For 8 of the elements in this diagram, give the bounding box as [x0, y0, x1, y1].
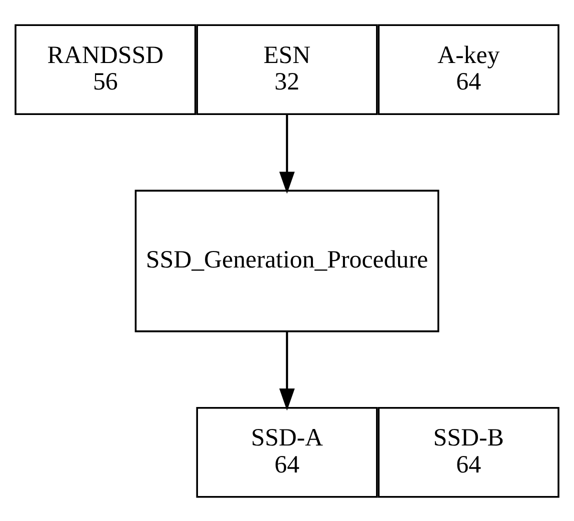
arrow	[279, 331, 295, 410]
node-box: RANDSSD 56	[14, 24, 196, 115]
node-box: SSD_Generation_Procedure	[134, 189, 440, 332]
node-box: SSD-B 64	[378, 406, 560, 498]
node-box: SSD-A 64	[196, 406, 378, 498]
arrow	[279, 114, 295, 194]
node-box: ESN 32	[196, 24, 378, 115]
node-box: A-key 64	[378, 24, 560, 115]
